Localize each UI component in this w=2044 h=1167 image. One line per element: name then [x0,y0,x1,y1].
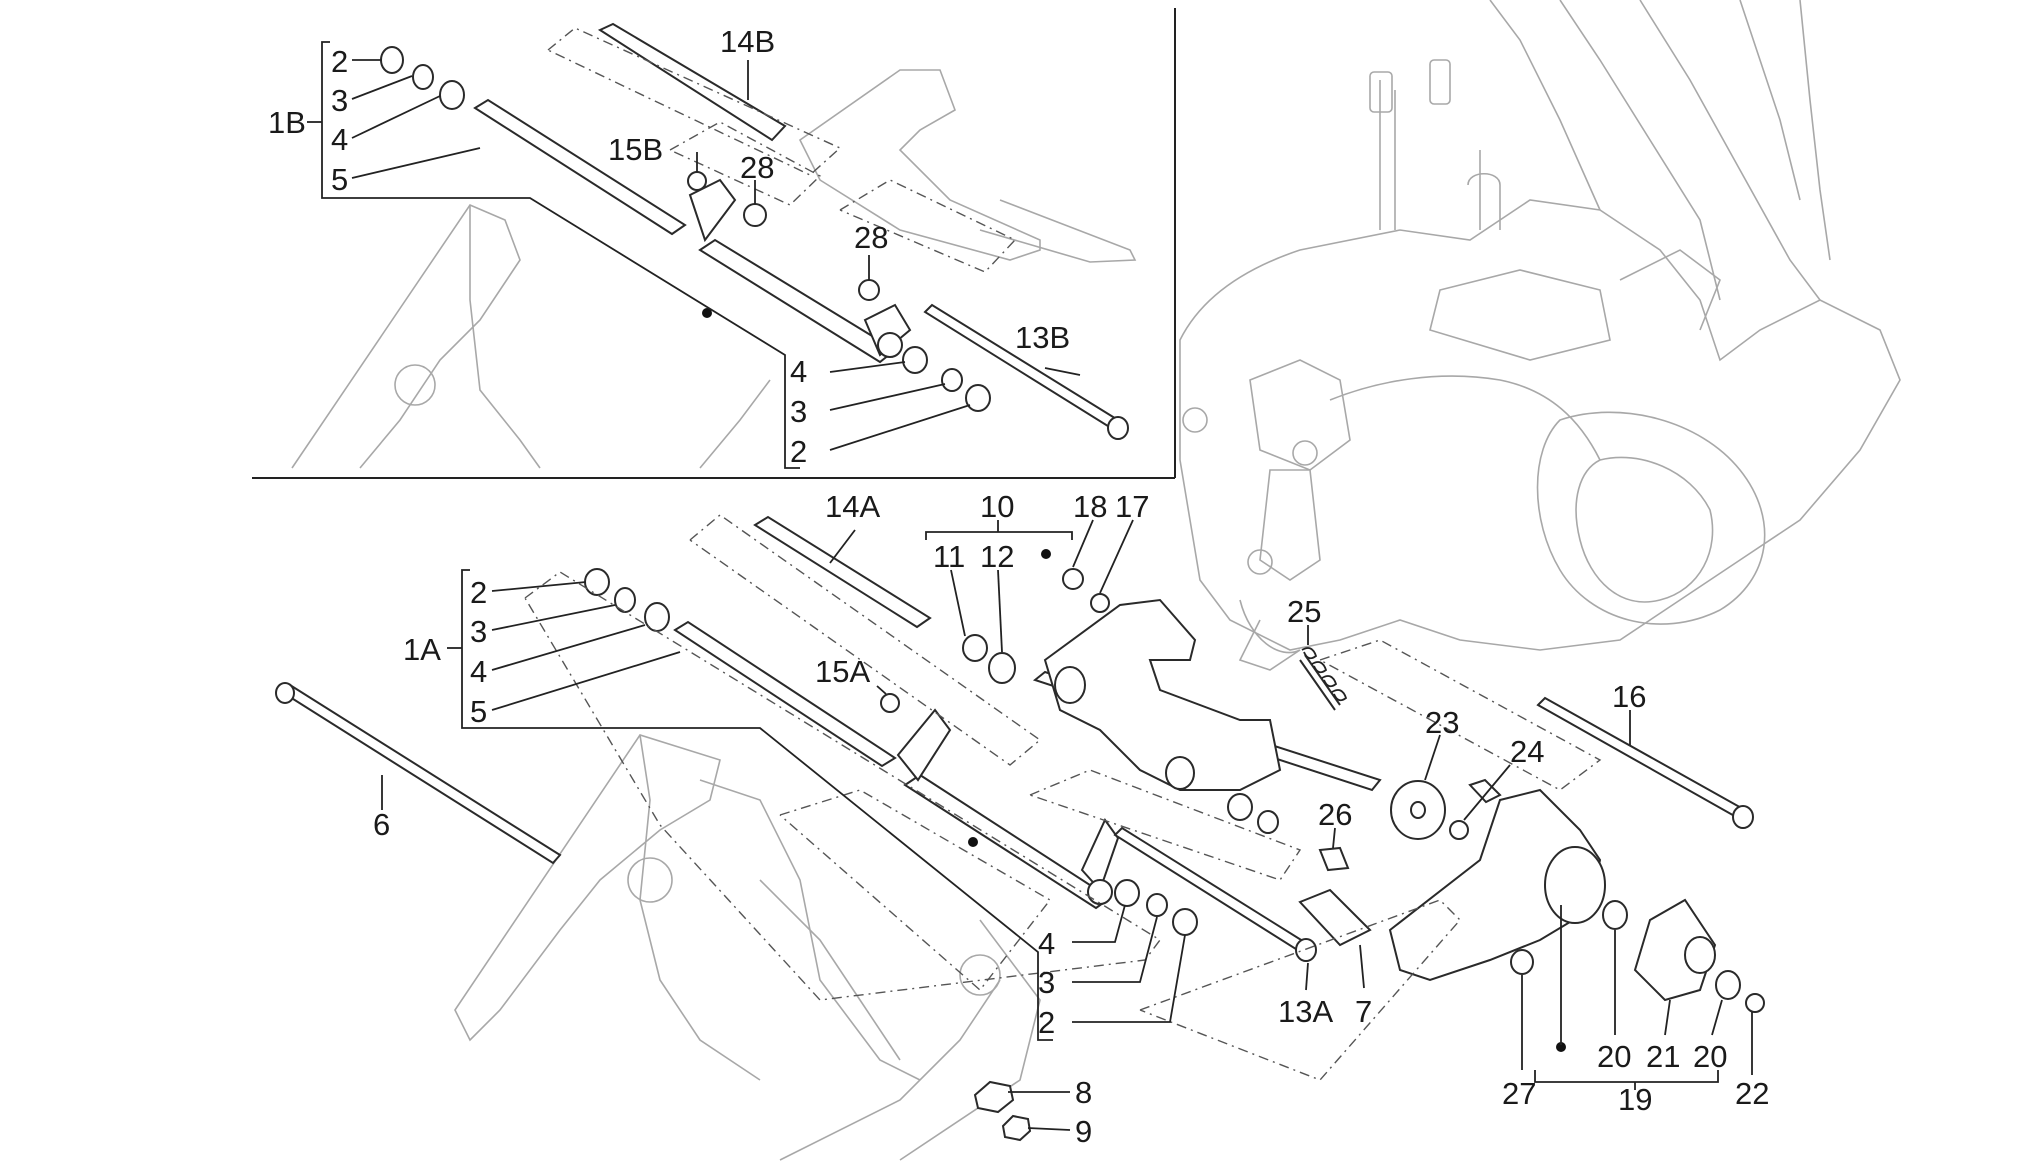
label-4: 4 [1038,926,1055,961]
label-18: 18 [1073,489,1107,524]
label-22: 22 [1735,1076,1769,1111]
label-14B: 14B [720,24,775,59]
label-20a: 20 [1597,1039,1631,1074]
label-13A: 13A [1278,994,1333,1029]
label-9: 9 [1075,1114,1092,1149]
inset-labels: 1B 2 3 4 5 14B 15B 28 28 13B 4 3 2 [268,24,1070,469]
label-28a: 28 [740,150,774,185]
label-4: 4 [470,654,487,689]
label-14A: 14A [825,489,880,524]
label-27: 27 [1502,1076,1536,1111]
main-parts [275,515,1765,1142]
label-23: 23 [1425,705,1459,740]
spacer-3-inset [412,64,434,90]
label-4: 4 [331,122,348,157]
label-26: 26 [1318,797,1352,832]
inset-assembly-lines [547,27,1017,273]
label-3: 3 [331,83,348,118]
main-labels: 1A 2 3 4 5 6 14A 10 11 12 18 17 15A 25 2… [373,489,1769,1149]
label-25: 25 [1287,594,1321,629]
label-2: 2 [790,434,807,469]
label-3: 3 [1038,965,1055,1000]
label-19: 19 [1618,1082,1652,1117]
label-2: 2 [1038,1005,1055,1040]
inset-frame [252,8,1176,479]
inset-parts [380,22,1137,440]
label-10: 10 [980,489,1014,524]
label-1A: 1A [403,632,441,667]
label-7: 7 [1355,994,1372,1029]
label-5: 5 [331,162,348,197]
label-3: 3 [470,614,487,649]
label-21: 21 [1646,1039,1680,1074]
label-15B: 15B [608,132,663,167]
label-15A: 15A [815,654,870,689]
label-4: 4 [790,354,807,389]
label-3: 3 [790,394,807,429]
label-5: 5 [470,694,487,729]
label-17: 17 [1115,489,1149,524]
scooter-frame-inset [291,204,771,469]
rod-5-inset [473,98,687,236]
label-2: 2 [470,575,487,610]
label-1B: 1B [268,105,306,140]
label-6: 6 [373,807,390,842]
engine-housing [1179,0,1901,671]
label-2: 2 [331,44,348,79]
label-16: 16 [1612,679,1646,714]
label-20b: 20 [1693,1039,1727,1074]
label-11: 11 [933,539,965,574]
label-8: 8 [1075,1075,1092,1110]
scooter-frame-lower [454,734,1041,1161]
label-13B: 13B [1015,320,1070,355]
label-28b: 28 [854,220,888,255]
label-24: 24 [1510,734,1544,769]
label-12: 12 [980,539,1014,574]
bushing-4-inset [439,80,465,110]
leader-lines [307,41,1753,1131]
washer-2-inset [380,46,404,74]
